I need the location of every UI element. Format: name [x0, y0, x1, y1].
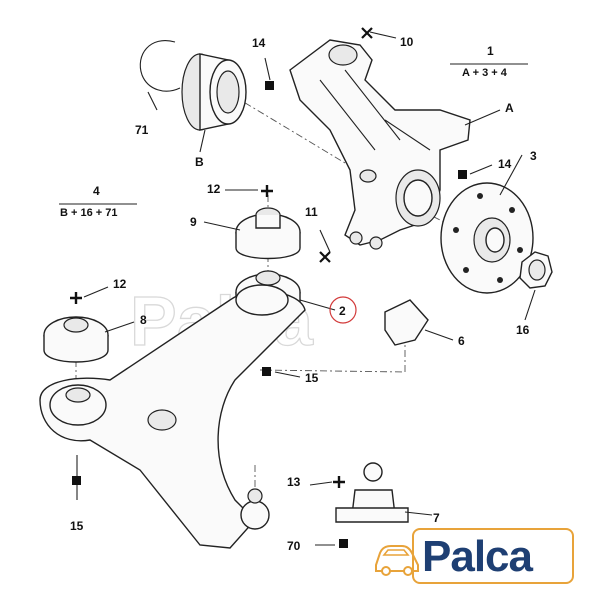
- steering-knuckle-icon: [289, 39, 471, 250]
- plus-marker-icon: [333, 476, 345, 488]
- bracket-6-icon: [384, 299, 429, 346]
- callout-7: 7: [433, 511, 440, 525]
- square-marker-icon: [262, 367, 271, 376]
- callout-15-left: 15: [70, 519, 84, 533]
- callout-12-lower: 12: [113, 277, 127, 291]
- square-marker-icon: [339, 539, 348, 548]
- kit-4-formula: B + 16 + 71: [60, 207, 118, 219]
- callout-71: 71: [135, 123, 149, 137]
- callout-3: 3: [530, 149, 537, 163]
- callout-6: 6: [458, 334, 465, 348]
- plus-marker-icon: [261, 185, 273, 197]
- marker-symbols: [70, 27, 467, 548]
- square-marker-icon: [72, 476, 81, 485]
- callout-9: 9: [190, 215, 197, 229]
- ball-joint-icon: [335, 462, 409, 523]
- callout-10: 10: [400, 35, 414, 49]
- circlip-71-icon: [139, 40, 181, 92]
- kit-1-formula: A + 3 + 4: [462, 67, 508, 79]
- callout-4: 4: [93, 184, 100, 198]
- cross-marker-icon: [361, 27, 373, 39]
- highlight-circle: [329, 296, 357, 324]
- palca-logo: Palca: [372, 527, 580, 589]
- callout-16: 16: [516, 323, 530, 337]
- callout-14-upper: 14: [252, 36, 266, 50]
- hub-nut-icon: [519, 251, 553, 289]
- cross-marker-icon: [319, 251, 331, 263]
- callout-70: 70: [287, 539, 301, 553]
- plus-marker-icon: [70, 292, 82, 304]
- square-marker-icon: [265, 81, 274, 90]
- callout-14-right: 14: [498, 157, 512, 171]
- bush-8-icon: [43, 316, 109, 363]
- lower-control-arm-icon: [39, 284, 306, 549]
- square-marker-icon: [458, 170, 467, 179]
- callout-12-upper: 12: [207, 182, 221, 196]
- callout-8: 8: [140, 313, 147, 327]
- wheel-bearing-icon: [181, 53, 247, 131]
- logo-text: Palca: [422, 532, 533, 581]
- callout-1: 1: [487, 44, 494, 58]
- callout-B: B: [195, 155, 204, 169]
- callout-2: 2: [339, 304, 346, 318]
- bush-9-icon: [235, 207, 301, 260]
- callout-A: A: [505, 101, 514, 115]
- callout-15-right: 15: [305, 371, 319, 385]
- car-silhouette-icon: [375, 545, 419, 576]
- wheel-hub-icon: [440, 182, 534, 294]
- callout-labels: 1 2 3 4 6 7 8 9 10 11 12 12 13 14 14 15 …: [60, 35, 537, 553]
- callout-11: 11: [305, 205, 318, 219]
- callout-13: 13: [287, 475, 301, 489]
